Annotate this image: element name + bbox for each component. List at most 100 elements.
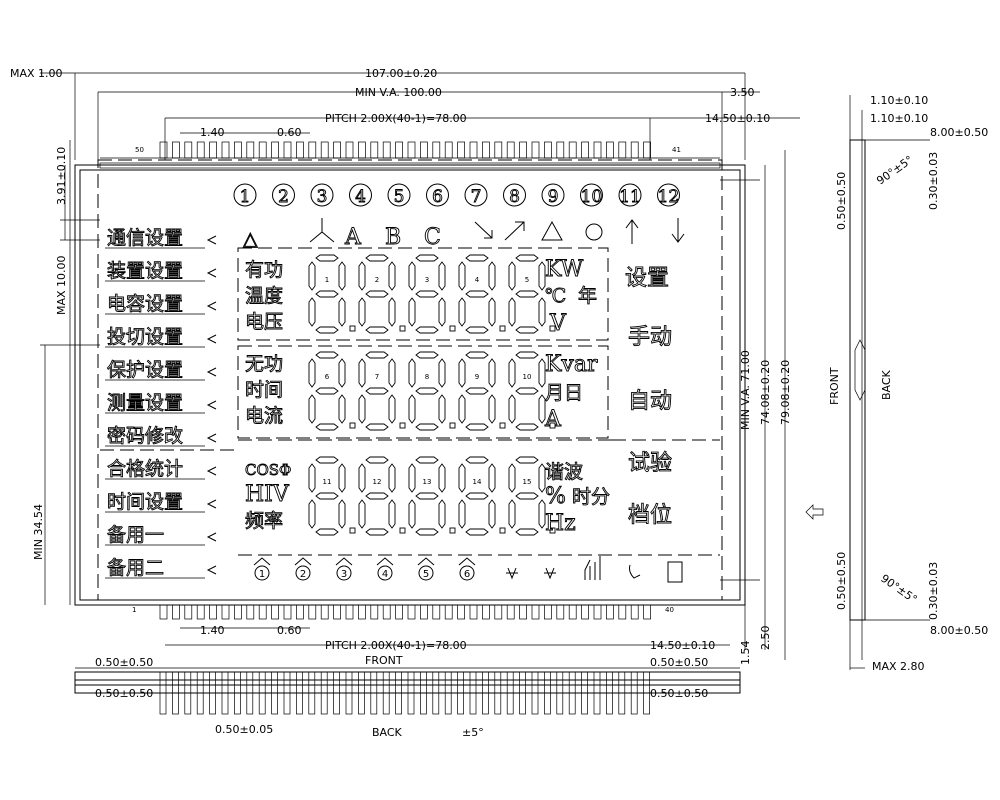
pin-1-label: 1	[132, 606, 136, 614]
month-day-label: 月日	[545, 382, 583, 404]
bottom-circle-indicator: 6	[458, 557, 476, 581]
leg	[519, 671, 526, 715]
hiv-label: HIV	[245, 482, 290, 507]
top-pin	[593, 141, 602, 159]
bottom-pin	[172, 604, 180, 620]
bottom-circle-indicator: 4	[376, 557, 394, 581]
digit: 15	[508, 456, 556, 536]
pin-gap-bottom: 0.60	[277, 624, 302, 637]
bottom-pin	[407, 604, 416, 620]
top-pin	[258, 141, 267, 159]
pin-width-bottom: 1.40	[200, 624, 225, 637]
hour-minute-label: 时分	[572, 486, 610, 508]
pin-gap-top: 0.60	[277, 126, 302, 139]
dim-3-91: 3.91±0.10	[55, 147, 68, 205]
refresh-icon	[585, 223, 603, 241]
leg	[320, 671, 328, 715]
circle-indicator: 2	[272, 183, 295, 207]
bottom-pin	[606, 604, 614, 620]
digit-label: 8	[425, 373, 429, 381]
leg	[358, 671, 365, 715]
menu-item: 装置设置	[107, 260, 183, 282]
digit: 7	[358, 351, 406, 431]
menu-pointer-icon	[206, 334, 217, 344]
arrow-down-right-icon	[474, 221, 493, 239]
phase-a-label: A	[344, 225, 362, 250]
reactive-power-label: 无功	[245, 353, 283, 375]
menu-item: 时间设置	[107, 491, 183, 513]
right-dimensions: MIN V.A. 71.00 74.08±0.20 79.08±0.20 1.5…	[720, 150, 792, 665]
year-label: 年	[578, 285, 597, 307]
top-pin	[358, 141, 366, 159]
dim-79: 79.08±0.20	[779, 360, 792, 425]
bottom-pin	[568, 604, 577, 620]
top-pin	[308, 141, 317, 159]
bottom-pin	[630, 604, 639, 620]
right-unit-labels: KW ℃ 年 V Kvar 月日 A 谐波 % 时分 Hz	[544, 257, 611, 537]
side-dim-1: 1.10±0.10	[870, 94, 928, 107]
leg	[506, 671, 514, 715]
digit-label: 10	[523, 373, 532, 381]
bottom-pin	[482, 604, 490, 620]
digit: 2	[358, 254, 406, 334]
side-dim-6: 0.50±0.50	[835, 552, 848, 610]
bottom-side-view: 0.50±0.50 0.50±0.50 FRONT 0.50±0.50 0.50…	[74, 654, 741, 739]
circle-number: 3	[317, 187, 328, 207]
bottom-pin	[432, 604, 441, 620]
digit-label: 1	[325, 276, 329, 284]
bottom-pin-row	[100, 604, 720, 620]
phase-c-label: C	[424, 225, 441, 250]
kvar-label: Kvar	[545, 352, 598, 377]
circle-indicator: 10	[580, 183, 603, 207]
digit-label: 13	[423, 478, 432, 486]
circle-indicator: 8	[503, 183, 526, 207]
top-pin	[556, 141, 565, 159]
phase-b-label: B	[385, 225, 401, 250]
menu-item: 投切设置	[107, 326, 183, 348]
menu-pointer-icon	[206, 235, 217, 245]
circle-indicator: 11	[618, 183, 642, 207]
leg	[457, 671, 464, 715]
top-pin	[444, 141, 453, 159]
cos-phi-label: COSΦ	[245, 461, 291, 479]
bottom-circle-number: 5	[423, 569, 429, 580]
harmonic-label: 谐波	[545, 461, 583, 483]
dim-max-10: MAX 10.00	[55, 255, 68, 315]
bottom-pin	[370, 604, 379, 620]
pin-40-label: 40	[665, 606, 674, 614]
digit-label: 12	[373, 478, 382, 486]
top-pin	[457, 141, 465, 159]
menu-item: 保护设置	[107, 359, 183, 381]
leg	[444, 671, 452, 715]
top-dimensions: MAX 1.00 107.00±0.20 MIN V.A. 100.00 3.5…	[10, 67, 800, 160]
menu-pointer-icon	[206, 400, 217, 410]
circle-number: 9	[548, 187, 559, 207]
leg	[643, 671, 650, 715]
digit: 5	[508, 254, 556, 334]
offset-top-label: 14.50±0.10	[705, 112, 770, 125]
digit-label: 14	[473, 478, 482, 486]
bottom-circle-number: 4	[382, 569, 388, 580]
top-pin	[221, 141, 230, 159]
voltage-label: 电压	[245, 311, 283, 333]
dim-1-54: 1.54	[739, 641, 752, 666]
bottom-circle-number: 1	[259, 569, 265, 580]
bottom-pin	[196, 604, 205, 620]
menu-pointer-icon	[206, 268, 217, 278]
leg	[581, 671, 588, 715]
top-pin	[271, 141, 279, 159]
outline-width-label: 107.00±0.20	[365, 67, 437, 80]
top-symbol-row: △ A B C	[243, 218, 685, 250]
top-pin	[196, 141, 205, 159]
menu-pointer-icon	[206, 367, 217, 377]
side-dim-5: 0.50±0.50	[835, 172, 848, 230]
top-pin	[469, 141, 478, 159]
star-connection-icon	[309, 218, 335, 243]
arrow-icon	[805, 504, 824, 520]
circle-indicator: 1	[233, 183, 257, 207]
circle-indicator: 12	[657, 183, 680, 207]
bottom-pin	[494, 604, 503, 620]
leg	[618, 671, 626, 715]
circle-indicator: 6	[426, 183, 449, 207]
